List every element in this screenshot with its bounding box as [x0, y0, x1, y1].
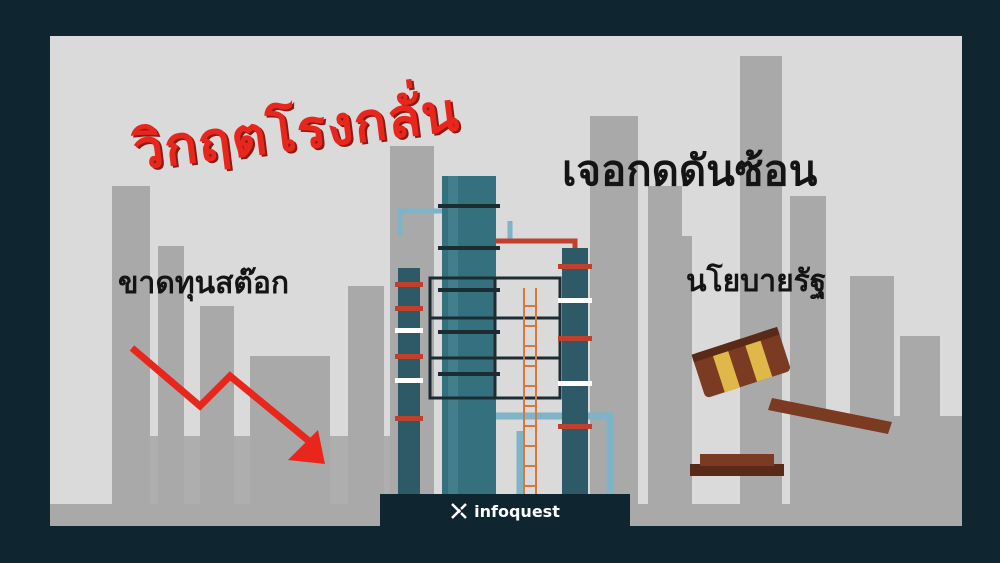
brand-name: infoquest [474, 501, 560, 521]
infoquest-x-logo-icon [451, 503, 468, 519]
image-panel: วิกฤตโรงกลั่น เจอกดดันซ้อน ขาดทุนสต๊อก น… [50, 36, 962, 526]
brand-bar: infoquest [380, 494, 630, 528]
red-down-trend-arrow-icon [129, 345, 325, 464]
refinery-tower-illustration [395, 176, 614, 506]
label-government-policy: นโยบายรัฐ [686, 264, 827, 299]
headline-black: เจอกดดันซ้อน [562, 146, 818, 195]
refinery-scene [50, 56, 962, 526]
label-stock-loss: ขาดทุนสต๊อก [118, 266, 290, 301]
gavel-icon [690, 326, 892, 476]
